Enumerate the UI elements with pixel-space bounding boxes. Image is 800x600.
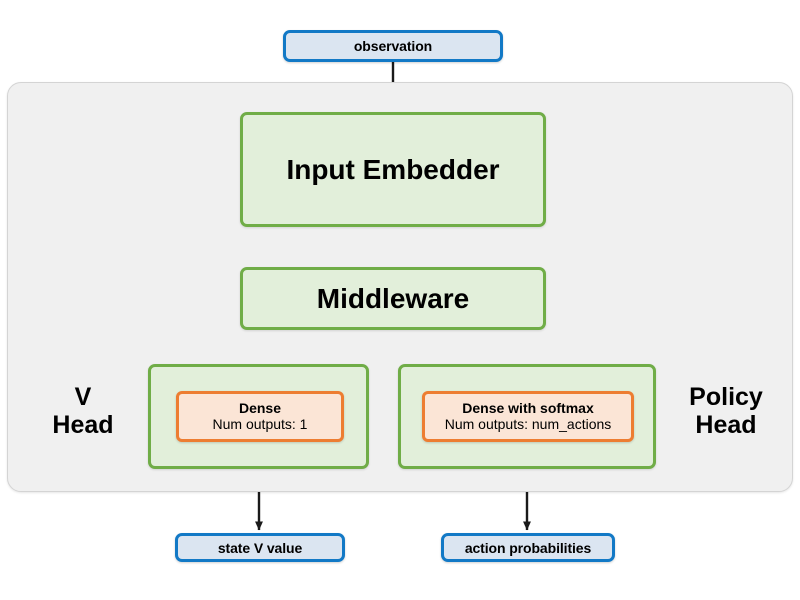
observation-input-node[interactable]: observation [283, 30, 503, 62]
policy-head-label-line1: Policy [689, 383, 763, 411]
state-v-value-output-node[interactable]: state V value [175, 533, 345, 562]
dense-node-v-head[interactable]: Dense Num outputs: 1 [176, 391, 344, 442]
middleware-label: Middleware [316, 282, 470, 314]
v-head-label: V Head [22, 383, 144, 439]
input-embedder-node[interactable]: Input Embedder [240, 112, 546, 227]
state-v-value-label: state V value [217, 539, 303, 556]
dense-softmax-title: Dense with softmax [462, 400, 594, 417]
v-head-label-line2: Head [52, 411, 114, 439]
observation-label: observation [353, 38, 433, 54]
middleware-node[interactable]: Middleware [240, 267, 546, 330]
input-embedder-label: Input Embedder [286, 153, 500, 185]
dense-node-policy-head[interactable]: Dense with softmax Num outputs: num_acti… [422, 391, 634, 442]
policy-head-label: Policy Head [660, 383, 792, 439]
policy-head-label-line2: Head [695, 411, 757, 439]
dense-title: Dense [238, 400, 282, 417]
dense-softmax-subtitle: Num outputs: num_actions [444, 416, 612, 433]
action-probabilities-output-node[interactable]: action probabilities [441, 533, 615, 562]
action-probabilities-label: action probabilities [464, 539, 592, 556]
dense-subtitle: Num outputs: 1 [212, 416, 308, 433]
v-head-label-line1: V [74, 383, 92, 411]
